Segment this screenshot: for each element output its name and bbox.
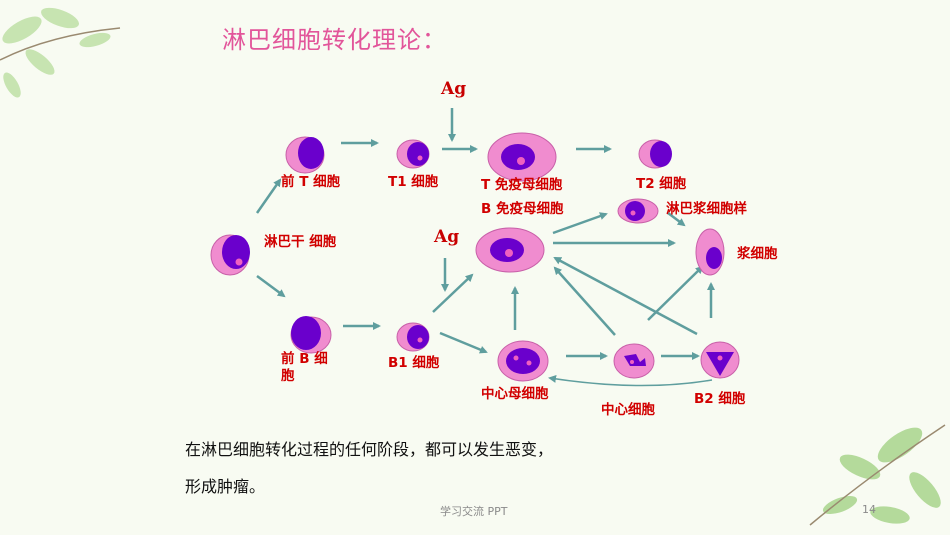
note-line-2: 形成肿瘤。 bbox=[185, 477, 266, 496]
arrow-b1-to-centroblast bbox=[439, 331, 488, 354]
label-centrocyte: 中心细胞 bbox=[601, 402, 655, 418]
leaf-decoration-top-left bbox=[0, 7, 121, 98]
arrow-b1-to-b-immunoblast bbox=[432, 273, 474, 313]
label-b1: B1 细胞 bbox=[388, 355, 440, 371]
arrow-b-immunoblast-to-lymphoplasmacytoid bbox=[552, 212, 608, 235]
note-line-1: 在淋巴细胞转化过程的任何阶段，都可以发生恶变， bbox=[185, 440, 554, 459]
cell-t2 bbox=[638, 139, 672, 169]
label-centroblast: 中心母细胞 bbox=[481, 386, 549, 402]
label-pre-t: 前 T 细胞 bbox=[281, 174, 341, 190]
label-b2: B2 细胞 bbox=[694, 391, 746, 407]
slide-title: 淋巴细胞转化理论： bbox=[222, 26, 447, 54]
label-t-immunoblast: T 免疫母细胞 bbox=[481, 177, 563, 193]
page-number: 14 bbox=[862, 503, 876, 516]
arrow-centrocyte-to-b-immunoblast bbox=[553, 266, 616, 336]
arrow-b2-to-b-immunoblast bbox=[553, 256, 698, 336]
cell-centrocyte bbox=[613, 343, 655, 379]
arrow-centrocyte-to-plasma bbox=[647, 265, 704, 321]
arrow-stem-to-pre-t bbox=[255, 178, 282, 214]
cell-lymphoplasmacytoid bbox=[617, 198, 659, 224]
label-plasma: 浆细胞 bbox=[737, 246, 778, 262]
cell-t1 bbox=[396, 139, 430, 169]
arrow-lymphoplasmacytoid-to-plasma bbox=[667, 212, 686, 227]
cell-b1 bbox=[396, 322, 430, 352]
cell-pre-t bbox=[285, 136, 325, 174]
arrow-b2-to-centroblast-feedback bbox=[548, 374, 713, 387]
label-t1: T1 细胞 bbox=[388, 174, 439, 190]
label-t2: T2 细胞 bbox=[636, 176, 687, 192]
label-b-immunoblast: B 免疫母细胞 bbox=[481, 201, 564, 217]
cell-stem bbox=[210, 234, 250, 276]
label-pre-b: 前 B 细胞 bbox=[281, 351, 328, 384]
leaf-decoration-bottom-right bbox=[809, 424, 946, 526]
cell-b2 bbox=[700, 341, 740, 379]
cell-t-immunoblast bbox=[487, 132, 557, 182]
cell-pre-b bbox=[290, 316, 332, 354]
cell-centroblast bbox=[497, 340, 549, 382]
footer-text: 学习交流 PPT bbox=[440, 505, 508, 518]
antigen-label-top: Ag bbox=[441, 79, 467, 99]
cell-plasma bbox=[695, 228, 725, 276]
cell-b-immunoblast bbox=[475, 227, 545, 273]
arrow-stem-to-pre-b bbox=[256, 274, 286, 298]
label-stem: 淋巴干 细胞 bbox=[264, 234, 337, 250]
antigen-label-middle: Ag bbox=[434, 227, 460, 247]
label-lymphoplasmacytoid: 淋巴浆细胞样 bbox=[666, 201, 747, 217]
